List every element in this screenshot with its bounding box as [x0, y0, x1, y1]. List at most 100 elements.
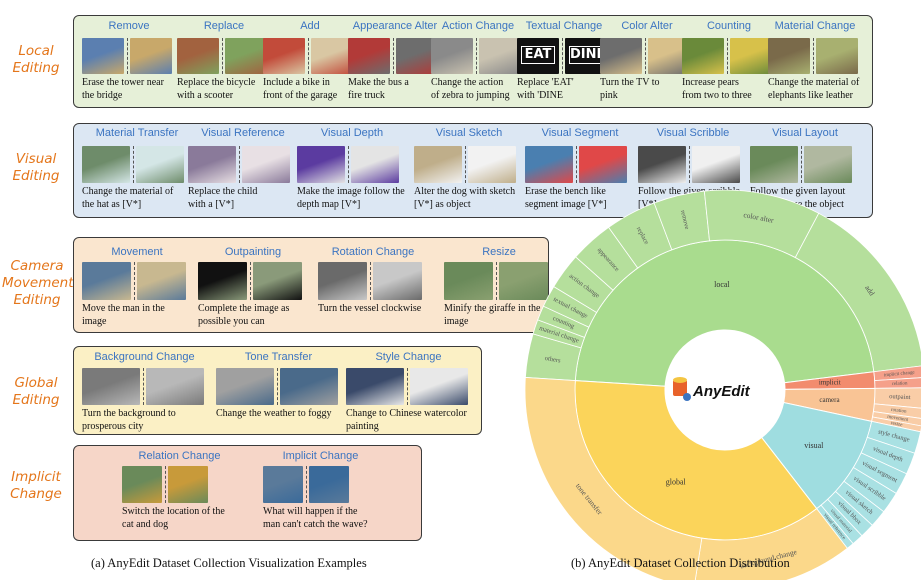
example-title: Visual Scribble: [656, 127, 730, 139]
example-instruction: Change the action of zebra to jumping: [431, 77, 510, 101]
source-image: [750, 146, 798, 183]
sunburst-outer-label: implicit change: [884, 371, 916, 379]
example-title: Color Alter: [621, 20, 673, 32]
sunburst-outer-label: style change: [877, 428, 910, 443]
example-title: Implicit Change: [282, 450, 359, 462]
source-image: [600, 38, 642, 74]
sunburst-inner-global: [574, 380, 818, 541]
edited-image: [351, 146, 399, 183]
example-title: Style Change: [375, 351, 442, 363]
sunburst-center: [666, 331, 784, 449]
divider: [165, 466, 166, 503]
divider: [801, 146, 802, 183]
example-title: Visual Reference: [201, 127, 285, 139]
edited-image: [373, 262, 422, 300]
example-title: Appearance Alter: [352, 20, 438, 32]
example-title: Relation Change: [138, 450, 221, 462]
example-title: Material Transfer: [95, 127, 179, 139]
sunburst-inner-label: implicit: [819, 379, 841, 387]
edited-image: [242, 146, 290, 183]
source-image: [348, 38, 390, 74]
edited-image: [146, 368, 204, 405]
edited-image: [309, 466, 349, 503]
caption-b: (b) AnyEdit Dataset Collection Distribut…: [571, 556, 790, 570]
divider: [393, 38, 394, 74]
example-instruction: Erase the tower near the bridge: [82, 77, 164, 101]
sunburst-outer-label: visual bbox: [836, 500, 863, 527]
sunburst-outer-label: movement: [887, 415, 909, 423]
sunburst-outer-visual-material: [820, 498, 863, 545]
sunburst-inner-label: local: [714, 280, 730, 289]
edited-image: [579, 146, 627, 183]
sunburst-outer-label: tone transfer: [574, 482, 605, 517]
edited-image: [280, 368, 338, 405]
sunburst-outer-movement: [872, 411, 921, 427]
edited-image: [692, 146, 740, 183]
example-instruction: Make the image follow the depth map [V*]: [297, 186, 405, 210]
example-instruction: Turn the background to prosperous city: [82, 408, 176, 432]
example-title: Textual Change: [525, 20, 603, 32]
divider: [407, 368, 408, 405]
source-image: [414, 146, 462, 183]
example-instruction: Make the bus a fire truck: [348, 77, 409, 101]
divider: [813, 38, 814, 74]
sunburst-outer-label: add: [863, 283, 877, 297]
example-instruction: Switch the location of the cat and dog: [122, 506, 225, 530]
example-instruction: Erase the bench like segment image [V*]: [525, 186, 607, 210]
example-instruction: Turn the TV to pink: [600, 77, 660, 101]
divider: [576, 146, 577, 183]
divider: [143, 368, 144, 405]
example-instruction: Change the material of elephants like le…: [768, 77, 860, 101]
sunburst-outer-add: [794, 212, 921, 373]
sunburst-outer-visual-depth: [860, 436, 916, 475]
divider: [727, 38, 728, 74]
anyedit-logo-lens: [683, 393, 691, 401]
anyedit-logo-icon-top: [673, 377, 687, 383]
divider: [134, 262, 135, 300]
divider: [348, 146, 349, 183]
edited-image: [168, 466, 208, 503]
edited-image: [130, 38, 172, 74]
edited-image: [311, 38, 353, 74]
example-instruction: Change the weather to foggy: [216, 408, 332, 419]
divider: [306, 466, 307, 503]
example-instruction: Minify the giraffe in the image: [444, 303, 541, 327]
sunburst-outer-visual-segment: [852, 452, 908, 494]
sunburst-outer-appearance: [575, 226, 639, 291]
example-title: Counting: [706, 20, 752, 32]
example-instruction: Follow the given layout [V*] to erase th…: [750, 186, 846, 210]
sunburst-outer-visual-scribble: [843, 466, 897, 513]
sunburst-outer-label: others: [544, 355, 561, 365]
divider: [308, 38, 309, 74]
sunburst-outer-tone-transfer: [524, 377, 703, 580]
anyedit-logo-icon: [673, 380, 687, 396]
sunburst-outer-label: replace: [635, 226, 650, 246]
source-image: [638, 146, 686, 183]
edited-image: [137, 262, 186, 300]
sunburst-inner-implicit: [783, 371, 876, 390]
sunburst-outer-resize: [871, 416, 921, 433]
eat-sign-text: EAT: [521, 46, 555, 64]
divider: [562, 38, 563, 74]
sunburst-outer-label: action change: [568, 273, 601, 300]
row-label-camera: Camera Movement Editing: [2, 258, 74, 308]
example-instruction: Move the man in the image: [82, 303, 165, 327]
example-instruction: Include a bike in front of the garage: [263, 77, 338, 101]
edited-image: [136, 146, 184, 183]
example-instruction: Change to Chinese watercolor painting: [346, 408, 467, 432]
sunburst-outer-label: visual segment: [861, 460, 899, 484]
source-image: [198, 262, 247, 300]
edited-image: [499, 262, 548, 300]
divider: [476, 38, 477, 74]
sunburst-inner-visual: [760, 401, 873, 510]
sunburst-outer-implicit-change: [873, 365, 921, 382]
divider: [239, 146, 240, 183]
example-instruction: What will happen if the man can't catch …: [263, 506, 368, 530]
